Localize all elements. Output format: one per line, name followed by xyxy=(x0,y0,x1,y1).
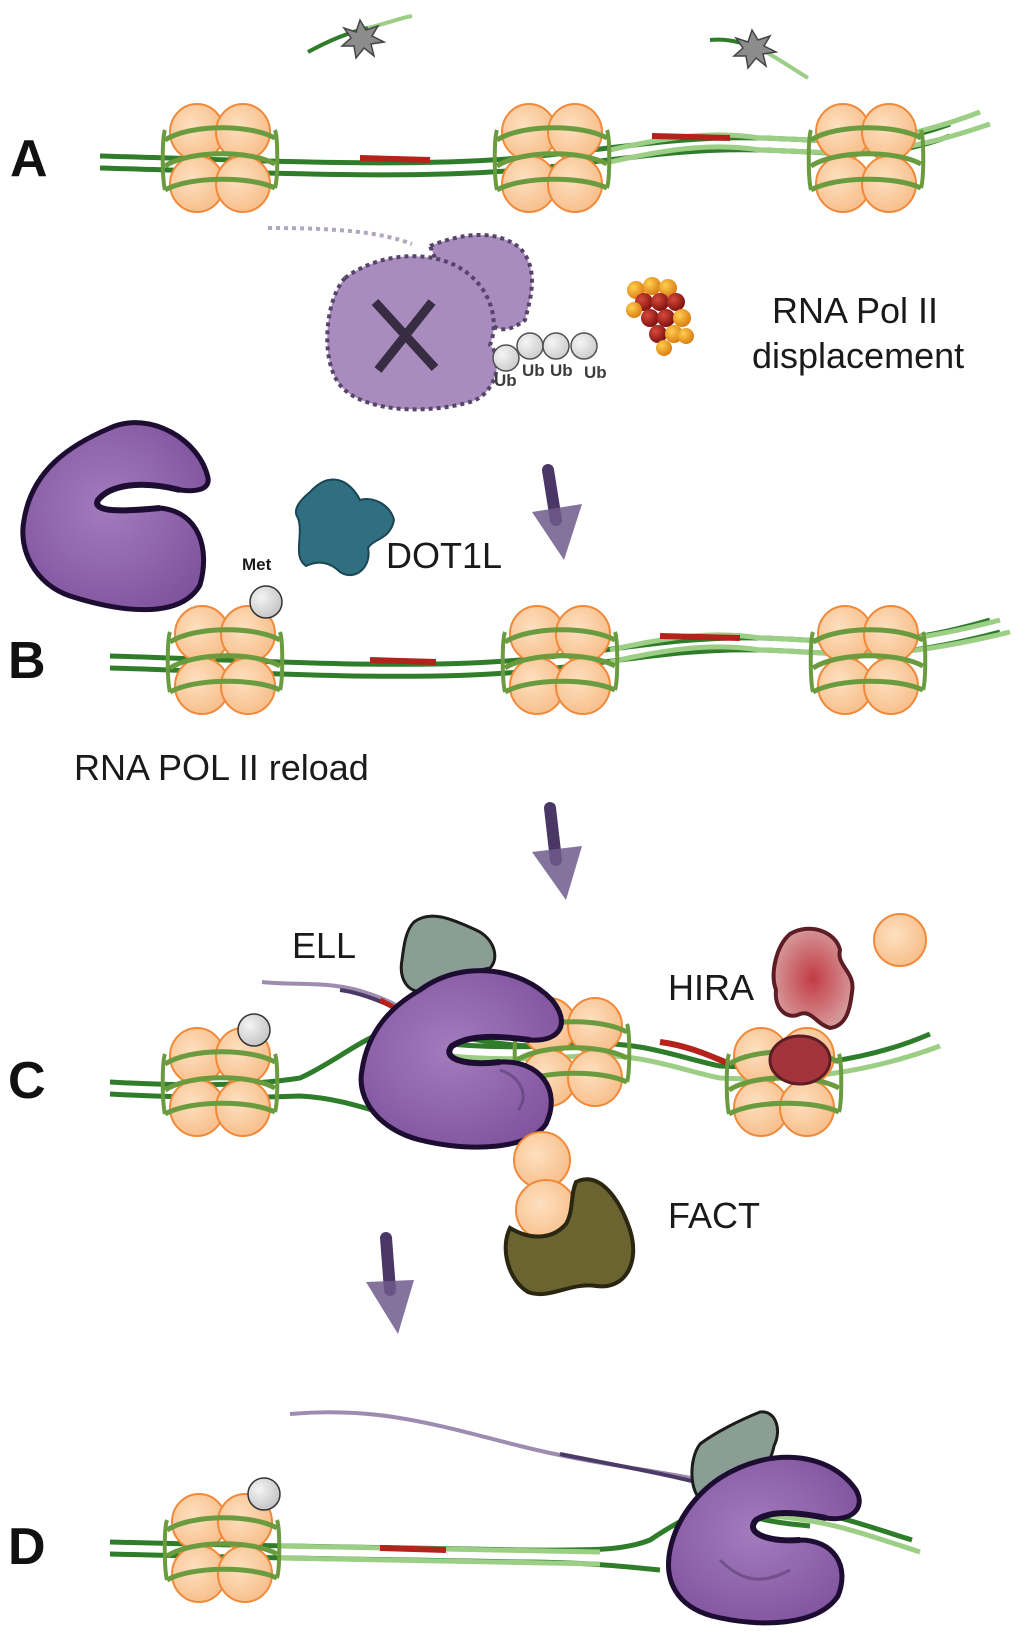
displacement-label-line2: displacement xyxy=(752,335,964,376)
panel-a: Ub Ub Ub Ub RNA Pol II displacement A xyxy=(10,14,991,412)
fact-label: FACT xyxy=(668,1195,760,1236)
panel-letter-b: B xyxy=(8,632,46,690)
lesion-mark xyxy=(659,633,741,641)
nucleosome xyxy=(495,104,610,212)
ub-label-4: Ub xyxy=(584,363,607,382)
hira-protein xyxy=(771,926,855,1031)
pol2-engaged xyxy=(666,1454,862,1626)
ub-label-3: Ub xyxy=(550,361,573,380)
proteasome-icon xyxy=(626,277,694,356)
lesion-mark xyxy=(379,1545,447,1553)
nucleosome xyxy=(811,606,926,714)
displacement-label-line1: RNA Pol II xyxy=(772,290,938,331)
methyl-mark xyxy=(237,1013,271,1047)
excised-fragment-left xyxy=(307,14,413,60)
hira-label: HIRA xyxy=(668,967,754,1008)
ub-label-1: Ub xyxy=(494,371,517,390)
arrow-a-to-b xyxy=(532,464,582,560)
panel-b: DOT1L Met RNA POL II reload B xyxy=(8,420,1011,788)
pol2-free xyxy=(20,420,211,613)
panel-letter-c: C xyxy=(8,1052,46,1110)
pol2-engaged xyxy=(358,968,564,1150)
hira-bound xyxy=(768,1034,832,1086)
met-label: Met xyxy=(242,555,272,574)
lesion-mark xyxy=(369,657,437,665)
degraded-pol2: Ub Ub Ub Ub xyxy=(267,226,607,412)
methyl-mark xyxy=(249,585,283,619)
dot1l-label: DOT1L xyxy=(386,535,502,576)
fact-complex xyxy=(503,1131,636,1297)
dot1l-protein xyxy=(294,478,396,576)
panel-letter-d: D xyxy=(8,1518,46,1576)
lesion-mark xyxy=(659,1039,732,1067)
excised-fragment-right xyxy=(709,28,810,80)
ell-label: ELL xyxy=(292,925,356,966)
panel-letter-a: A xyxy=(10,130,48,188)
methyl-mark xyxy=(247,1477,281,1511)
ub-label-2: Ub xyxy=(522,361,545,380)
nucleosome xyxy=(503,606,618,714)
arrow-b-to-c xyxy=(532,802,582,900)
panel-c: ELL HIRA FACT xyxy=(8,913,941,1297)
free-histone xyxy=(873,913,927,967)
arrow-c-to-d xyxy=(366,1232,414,1334)
reload-label: RNA POL II reload xyxy=(74,747,369,788)
ubiquitin-chain: Ub Ub Ub Ub xyxy=(492,332,607,390)
lesion-mark xyxy=(651,133,731,141)
nucleosome xyxy=(809,104,924,212)
lesion-mark xyxy=(359,155,431,163)
panel-d: D xyxy=(8,1410,921,1626)
